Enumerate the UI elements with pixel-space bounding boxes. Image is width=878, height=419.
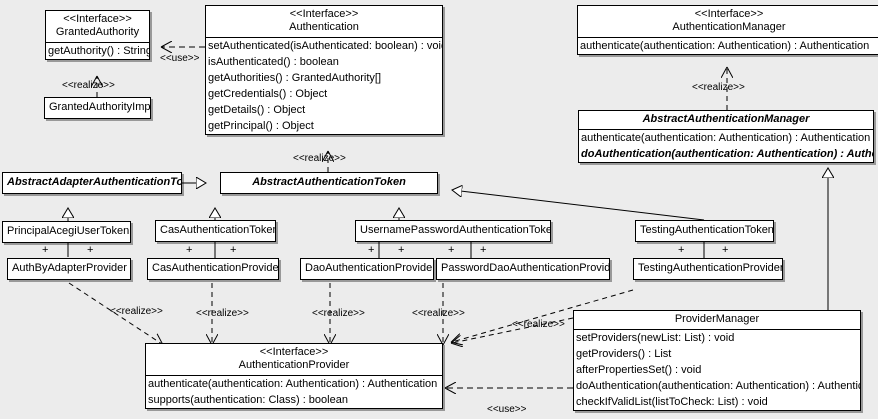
class-authentication-provider[interactable]: <<Interface>> AuthenticationProvider aut…	[145, 343, 443, 409]
class-principal-acegi-user-token[interactable]: PrincipalAcegiUserToken	[2, 221, 131, 243]
stereotype-label: <<Interface>>	[63, 13, 132, 25]
class-name: Authentication	[289, 21, 359, 33]
stereotype-label: <<Interface>>	[289, 8, 359, 20]
class-name: ProviderManager	[674, 313, 760, 325]
edge-label-realize-auth-by-adapter-provider: <<realize>>	[110, 306, 163, 317]
class-abstract-adapter-authentication-token[interactable]: AbstractAdapterAuthenticationToken	[2, 172, 182, 194]
class-name: AuthByAdapterProvider	[12, 262, 127, 274]
association-mark-plus: +	[230, 244, 237, 256]
class-name: UsernamePasswordAuthenticationToken	[360, 224, 551, 236]
class-granted-authority-impl[interactable]: GrantedAuthorityImpl	[44, 97, 151, 119]
method-item: getAuthorities() : GrantedAuthority[]	[208, 72, 382, 84]
method-compartment: authenticate(authentication: Authenticat…	[146, 375, 442, 408]
edge-label-realize-cas-authentication-provider: <<realize>>	[196, 308, 249, 319]
class-provider-manager[interactable]: ProviderManager setProviders(newList: Li…	[573, 310, 861, 411]
class-authentication[interactable]: <<Interface>> Authentication setAuthenti…	[205, 5, 443, 135]
association-mark-plus: +	[186, 244, 193, 256]
stereotype-label: <<Interface>>	[694, 8, 764, 20]
method-item: getAuthority() : String	[48, 45, 150, 57]
class-abstract-authentication-token[interactable]: AbstractAuthenticationToken	[220, 172, 438, 194]
edge-label-realize-dao-authentication-provider: <<realize>>	[312, 308, 365, 319]
method-compartment: setProviders(newList: List) : void getPr…	[574, 329, 860, 410]
method-item: getProviders() : List	[576, 348, 672, 360]
association-mark-plus: +	[87, 244, 94, 256]
class-name: PasswordDaoAuthenticationProvider	[441, 262, 610, 274]
method-item: setAuthenticated(isAuthenticated: boolea…	[208, 40, 443, 52]
method-item: getCredentials() : Object	[208, 88, 328, 100]
stereotype-label: <<Interface>>	[259, 346, 329, 358]
class-header: AbstractAuthenticationManager	[579, 111, 873, 129]
class-name: GrantedAuthorityImpl	[49, 101, 151, 113]
class-name: CasAuthenticationToken	[160, 224, 276, 236]
class-name: GrantedAuthority	[55, 26, 140, 38]
association-mark-plus: +	[678, 244, 685, 256]
class-name: PrincipalAcegiUserToken	[7, 225, 130, 237]
method-item: supports(authentication: Class) : boolea…	[148, 394, 348, 406]
class-name: AuthenticationManager	[672, 21, 786, 33]
method-item: doAuthentication(authentication: Authent…	[576, 380, 861, 392]
method-compartment: getAuthority() : String	[46, 42, 149, 59]
method-compartment: setAuthenticated(isAuthenticated: boolea…	[206, 37, 442, 134]
method-item: checkIfValidList(listToCheck: List) : vo…	[576, 396, 768, 408]
class-name: DaoAuthenticationProvider	[305, 262, 434, 274]
edge-label-realize-testing-authentication-provider: <<realize>>	[512, 319, 565, 330]
edge-label-use-provider-manager: <<use>>	[487, 404, 527, 415]
method-compartment: authenticate(authentication: Authenticat…	[578, 37, 878, 54]
method-item: getDetails() : Object	[208, 104, 306, 116]
method-item: getPrincipal() : Object	[208, 120, 314, 132]
class-name: CasAuthenticationProvider	[152, 262, 279, 274]
association-mark-plus: +	[42, 244, 49, 256]
class-header: ProviderManager	[574, 311, 860, 329]
class-granted-authority[interactable]: <<Interface>> GrantedAuthority getAuthor…	[45, 10, 150, 60]
class-abstract-authentication-manager[interactable]: AbstractAuthenticationManager authentica…	[578, 110, 874, 163]
method-item: doAuthentication(authentication: Authent…	[581, 148, 873, 160]
class-header: <<Interface>> AuthenticationManager	[578, 6, 878, 37]
class-name: AbstractAdapterAuthenticationToken	[7, 176, 182, 188]
method-item: authenticate(authentication: Authenticat…	[580, 40, 870, 52]
class-name: TestingAuthenticationToken	[640, 224, 774, 236]
association-mark-plus: +	[368, 244, 375, 256]
class-header: <<Interface>> Authentication	[206, 6, 442, 37]
method-item: isAuthenticated() : boolean	[208, 56, 339, 68]
class-authentication-manager[interactable]: <<Interface>> AuthenticationManager auth…	[577, 5, 878, 55]
class-username-password-authentication-token[interactable]: UsernamePasswordAuthenticationToken	[355, 220, 551, 242]
method-item: authenticate(authentication: Authenticat…	[581, 132, 871, 144]
edge-label-realize-granted-authority-impl: <<realize>>	[62, 80, 115, 91]
class-name: AbstractAuthenticationToken	[252, 176, 406, 188]
edge-label-realize-password-dao-authentication-provider: <<realize>>	[412, 308, 465, 319]
class-name: AbstractAuthenticationManager	[642, 113, 810, 125]
edge-label-realize-abstract-authentication-manager: <<realize>>	[692, 82, 745, 93]
edge-label-realize-abstract-authentication-token: <<realize>>	[293, 153, 346, 164]
edge-label-use-granted-authority: <<use>>	[160, 53, 200, 64]
class-password-dao-authentication-provider[interactable]: PasswordDaoAuthenticationProvider	[436, 258, 610, 280]
method-item: setProviders(newList: List) : void	[576, 332, 735, 344]
class-auth-by-adapter-provider[interactable]: AuthByAdapterProvider	[7, 258, 131, 280]
class-cas-authentication-provider[interactable]: CasAuthenticationProvider	[147, 258, 279, 280]
class-name: AuthenticationProvider	[238, 359, 350, 371]
association-mark-plus: +	[398, 244, 405, 256]
class-testing-authentication-provider[interactable]: TestingAuthenticationProvider	[633, 258, 783, 280]
class-testing-authentication-token[interactable]: TestingAuthenticationToken	[635, 220, 774, 242]
method-item: authenticate(authentication: Authenticat…	[148, 378, 438, 390]
association-mark-plus: +	[480, 244, 487, 256]
method-compartment: authenticate(authentication: Authenticat…	[579, 129, 873, 162]
association-mark-plus: +	[722, 244, 729, 256]
class-cas-authentication-token[interactable]: CasAuthenticationToken	[155, 220, 276, 242]
class-header: <<Interface>> AuthenticationProvider	[146, 344, 442, 375]
class-header: <<Interface>> GrantedAuthority	[46, 11, 149, 42]
method-item: afterPropertiesSet() : void	[576, 364, 702, 376]
class-name: TestingAuthenticationProvider	[638, 262, 783, 274]
association-mark-plus: +	[448, 244, 455, 256]
class-dao-authentication-provider[interactable]: DaoAuthenticationProvider	[300, 258, 434, 280]
